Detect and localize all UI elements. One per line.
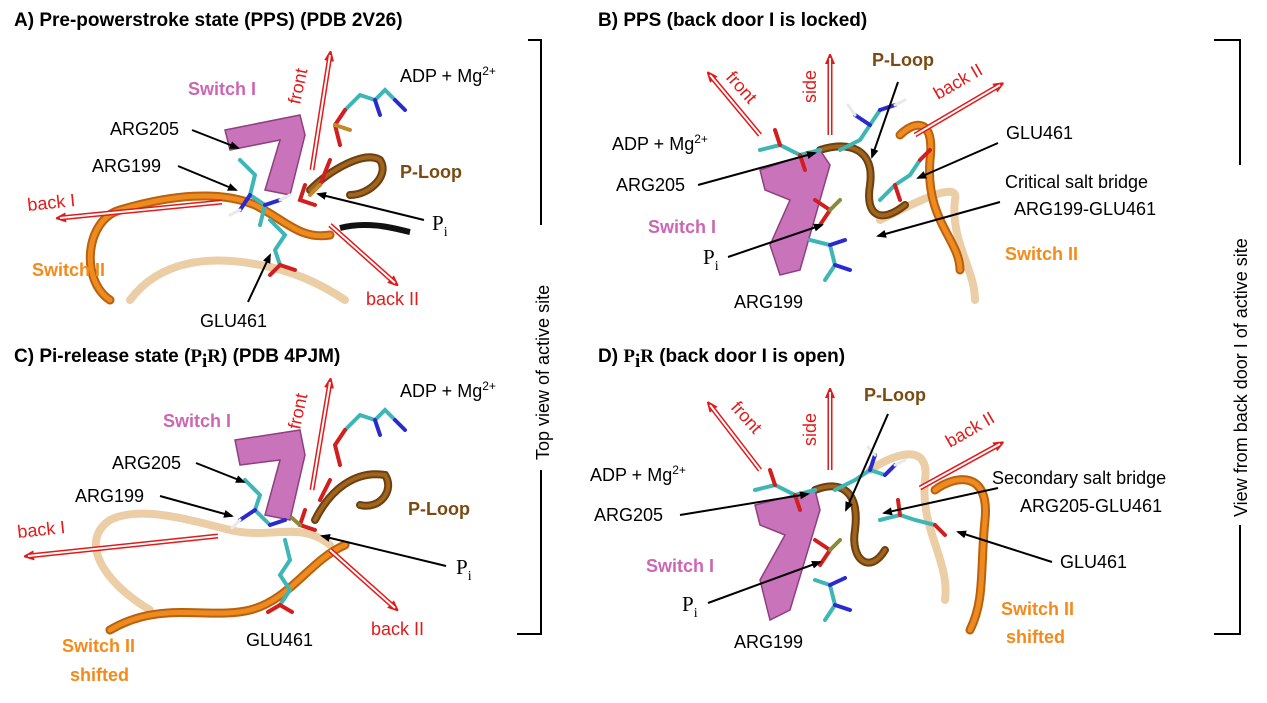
pointer-bridge-b [876, 201, 1001, 238]
bridge-label-d-line2: ARG205-GLU461 [1020, 496, 1162, 516]
direction-arrows-d [710, 392, 1000, 491]
side-arrow-label-d: side [800, 413, 820, 446]
switch-i-label-d: Switch I [646, 556, 714, 576]
pi-label-b: Pi [703, 245, 719, 274]
panel-d-title: D) PiR (back door I is open) [598, 346, 845, 372]
pointer-bridge-d [882, 487, 999, 516]
bracket-top-view: Top view of active site [517, 39, 553, 635]
pointer-glu461-d [956, 530, 1053, 563]
adp-mg-label-d: ADP + Mg2+ [590, 463, 686, 485]
bridge-label-b-line2: ARG199-GLU461 [1014, 199, 1156, 219]
panel-c-title: C) Pi-release state (PiR) (PDB 4PJM) [14, 346, 340, 372]
pi-label-c: Pi [456, 555, 472, 584]
panel-c: C) Pi-release state (PiR) (PDB 4PJM) [14, 346, 496, 685]
panel-a: A) Pre-powerstroke state (PPS) (PDB 2V26… [14, 10, 496, 331]
pointer-arg205-d [679, 491, 810, 516]
residue-sticks-b [758, 98, 932, 282]
adp-mg-label-c: ADP + Mg2+ [400, 379, 496, 401]
panel-b: B) PPS (back door I is locked) [598, 10, 1156, 312]
pointer-pi-d [707, 560, 822, 604]
residue-sticks-c [230, 407, 407, 614]
pointer-glu461-b [916, 142, 999, 179]
adp-mg-label-b: ADP + Mg2+ [612, 132, 708, 154]
switch-i-ribbon [224, 114, 306, 196]
panel-d: D) PiR (back door I is open) [590, 346, 1166, 652]
switch-ii-label-c-line1: Switch II [62, 636, 135, 656]
pointer-arg205-b [697, 151, 817, 186]
glu461-label-c: GLU461 [246, 630, 313, 650]
switch-ii-ribbon-back-c [91, 509, 334, 614]
arg199-label-c: ARG199 [75, 486, 144, 506]
switch-ii-label-d-line1: Switch II [1001, 599, 1074, 619]
arg205-label-c: ARG205 [112, 453, 181, 473]
arg205-label-b: ARG205 [616, 175, 685, 195]
back-i-arrow-label-c: back I [16, 517, 66, 542]
pointer-arg199-a [177, 165, 238, 191]
switch-i-label-a: Switch I [188, 79, 256, 99]
bracket-back-view: View from back door I of active site [1214, 39, 1251, 635]
arg205-label-a: ARG205 [110, 119, 179, 139]
p-loop-label-a: P-Loop [400, 162, 462, 182]
pointer-arg199-c [159, 495, 234, 518]
pointer-p-loop-b [870, 81, 899, 159]
glu461-label-b: GLU461 [1006, 123, 1073, 143]
panel-b-title: B) PPS (back door I is locked) [598, 10, 867, 31]
residue-sticks-d [753, 445, 947, 622]
switch-ii-label-d-line2: shifted [1006, 627, 1065, 647]
p-loop-label-b: P-Loop [872, 50, 934, 70]
switch-ii-label-b: Switch II [1005, 244, 1078, 264]
arg205-label-d: ARG205 [594, 505, 663, 525]
back-view-label: View from back door I of active site [1231, 238, 1251, 517]
front-arrow-label-c: front [284, 391, 311, 430]
pi-label-a: Pi [432, 211, 448, 240]
adp-mg-label-a: ADP + Mg2+ [400, 64, 496, 86]
bridge-label-b-line1: Critical salt bridge [1005, 172, 1148, 192]
side-arrow-label-b: side [800, 70, 820, 103]
pointer-pi-b [727, 223, 824, 258]
pointer-glu461-a [247, 253, 271, 303]
glu461-label-a: GLU461 [200, 311, 267, 331]
pointer-pi-c [320, 533, 447, 567]
switch-i-label-b: Switch I [648, 217, 716, 237]
direction-arrows-b [710, 58, 1000, 138]
p-loop-label-d: P-Loop [864, 385, 926, 405]
switch-ii-ribbon-back-b [876, 187, 979, 304]
switch-i-ribbon-b [759, 149, 831, 276]
back-i-arrow-label-a: back I [26, 190, 76, 215]
pointer-arg205-a [191, 129, 240, 149]
switch-ii-label-a: Switch II [32, 260, 105, 280]
direction-arrows-a [60, 55, 395, 283]
top-view-label: Top view of active site [533, 285, 553, 460]
residue-sticks-a [228, 87, 407, 277]
switch-i-ribbon-d [754, 489, 821, 622]
switch-ii-ribbon-back-d [866, 450, 950, 604]
arg199-label-b: ARG199 [734, 292, 803, 312]
direction-arrows-c [28, 382, 395, 608]
switch-ii-label-c-line2: shifted [70, 665, 129, 685]
front-arrow-label-a: front [284, 66, 311, 105]
bridge-label-d-line1: Secondary salt bridge [992, 468, 1166, 488]
arg199-label-a: ARG199 [92, 156, 161, 176]
switch-i-ribbon-c [234, 429, 306, 521]
switch-i-label-c: Switch I [163, 411, 231, 431]
pi-label-d: Pi [682, 592, 698, 621]
pointer-p-loop-d [845, 413, 889, 512]
back-ii-arrow-label-a: back II [366, 289, 419, 309]
switch-ii-ribbon-back [126, 256, 349, 304]
p-loop-label-c: P-Loop [408, 499, 470, 519]
pointer-pi-a [316, 192, 425, 221]
pointer-arg205-c [195, 462, 246, 483]
front-arrow-label-b: front [722, 67, 761, 107]
back-ii-arrow-label-d: back II [942, 408, 998, 452]
back-ii-arrow-label-c: back II [371, 619, 424, 639]
panel-a-title: A) Pre-powerstroke state (PPS) (PDB 2V26… [14, 10, 403, 31]
glu461-label-d: GLU461 [1060, 552, 1127, 572]
arg199-label-d: ARG199 [734, 632, 803, 652]
